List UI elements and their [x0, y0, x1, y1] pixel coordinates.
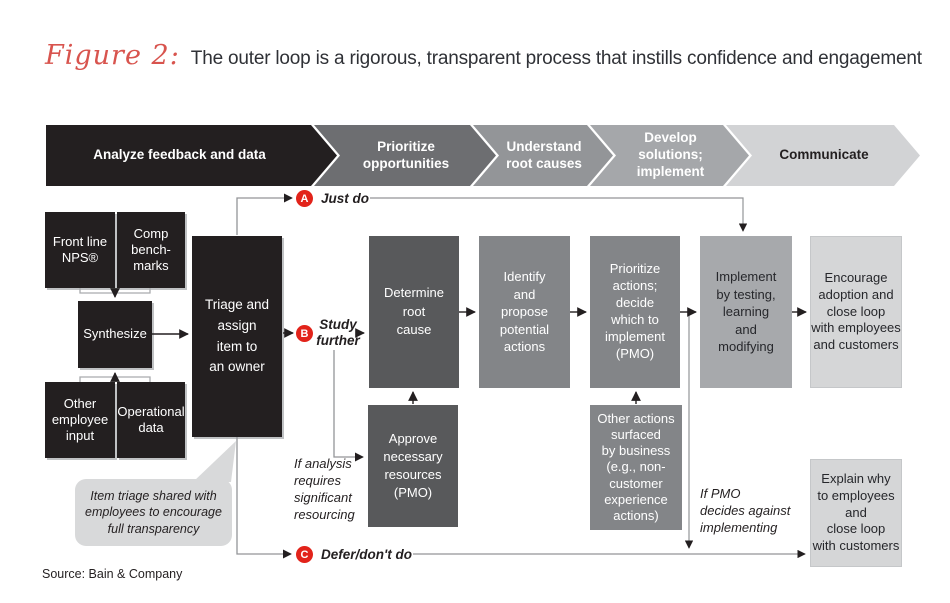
process-bar: Analyze feedback and data Prioritize opp…	[46, 125, 920, 186]
route-label-just-do: Just do	[321, 191, 370, 206]
callout-tail	[193, 441, 236, 482]
box-operational-data: Operational data	[117, 382, 185, 458]
process-stage-analyze: Analyze feedback and data	[46, 125, 337, 186]
callout-item-triage: Item triage shared with employees to enc…	[75, 479, 232, 546]
process-stage-prioritize: Prioritize opportunities	[314, 125, 496, 186]
box-approve-resources-pmo: Approve necessary resources (PMO)	[368, 405, 458, 527]
figure-number: Figure 2:	[45, 40, 180, 71]
route-label-defer: Defer/don't do	[321, 547, 412, 562]
box-identify-propose-actions: Identify and propose potential actions	[479, 236, 570, 388]
note-if-analysis: If analysis requires significant resourc…	[294, 456, 355, 522]
box-prioritize-actions-pmo: Prioritize actions; decide which to impl…	[590, 236, 680, 388]
box-encourage-adoption: Encourage adoption and close loop with e…	[810, 236, 902, 388]
process-stage-communicate: Communicate	[726, 125, 920, 186]
stage-label: Develop solutions; implement	[636, 130, 705, 179]
box-other-employee-input: Other employee input	[45, 382, 115, 458]
box-implement-testing: Implement by testing, learning and modif…	[700, 236, 792, 388]
box-explain-why: Explain why to employees and close loop …	[810, 459, 902, 567]
box-triage-assign: Triage and assign item to an owner	[192, 236, 282, 437]
stage-label: Understand root causes	[506, 138, 582, 171]
figure-caption: The outer loop is a rigorous, transparen…	[190, 48, 922, 69]
stage-label: Communicate	[779, 147, 869, 163]
process-stage-develop: Develop solutions; implement	[590, 125, 749, 186]
route-badge-a: A	[296, 190, 313, 207]
box-determine-root-cause: Determine root cause	[369, 236, 459, 388]
route-badge-c: C	[296, 546, 313, 563]
box-comp-benchmarks: Comp bench- marks	[117, 212, 185, 288]
stage-label: Analyze feedback and data	[93, 147, 266, 163]
note-if-pmo: If PMO decides against implementing	[700, 486, 791, 535]
box-synthesize: Synthesize	[78, 301, 152, 368]
figure-title: Figure 2: The outer loop is a rigorous, …	[45, 40, 922, 71]
source-line: Source: Bain & Company	[42, 567, 183, 581]
route-label-study-further: Study further	[316, 317, 360, 348]
box-front-line-nps: Front line NPS®	[45, 212, 115, 288]
box-other-actions-business: Other actions surfaced by business (e.g.…	[590, 405, 682, 530]
stage-label: Prioritize opportunities	[362, 138, 450, 171]
route-badge-b: B	[296, 325, 313, 342]
